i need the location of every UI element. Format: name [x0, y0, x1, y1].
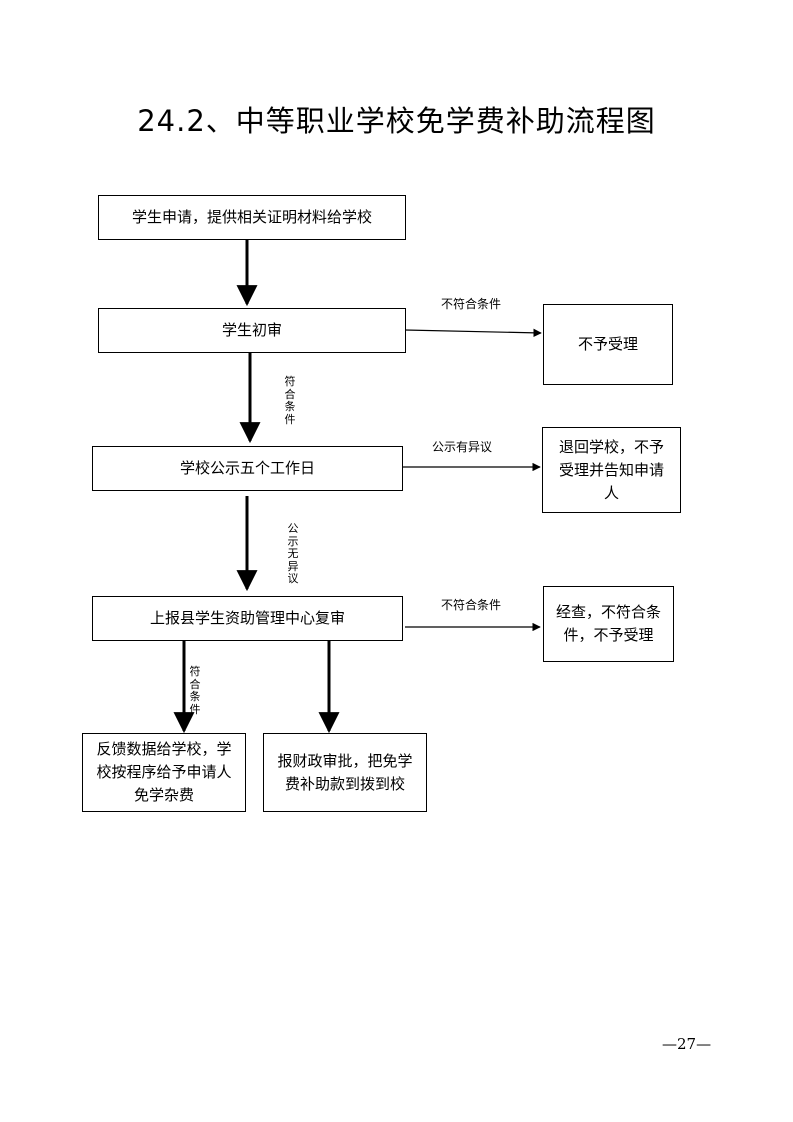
label-objection: 公示有异议	[432, 440, 493, 454]
label-not-qualified-1: 不符合条件	[441, 297, 502, 311]
node-apply: 学生申请，提供相关证明材料给学校	[98, 195, 406, 240]
node-finance: 报财政审批，把免学费补助款到拨到校	[263, 733, 427, 812]
page-number: —27—	[662, 1035, 712, 1053]
label-no-objection: 公示无异议	[287, 522, 299, 585]
node-publicity: 学校公示五个工作日	[92, 446, 403, 491]
label-not-qualified-2: 不符合条件	[441, 598, 502, 612]
page-title: 24.2、中等职业学校免学费补助流程图	[137, 104, 656, 138]
node-feedback: 反馈数据给学校，学校按程序给予申请人免学杂费	[82, 733, 246, 812]
arrow-initial-to-reject	[404, 328, 542, 338]
node-reject-1: 不予受理	[543, 304, 673, 385]
node-initial-review: 学生初审	[98, 308, 406, 353]
node-reject-2: 经查，不符合条件，不予受理	[543, 586, 674, 662]
node-county-review: 上报县学生资助管理中心复审	[92, 596, 403, 641]
label-qualified-1: 符合条件	[284, 375, 296, 426]
node-return-school: 退回学校，不予受理并告知申请人	[542, 427, 681, 513]
label-qualified-2: 符合条件	[189, 665, 201, 716]
